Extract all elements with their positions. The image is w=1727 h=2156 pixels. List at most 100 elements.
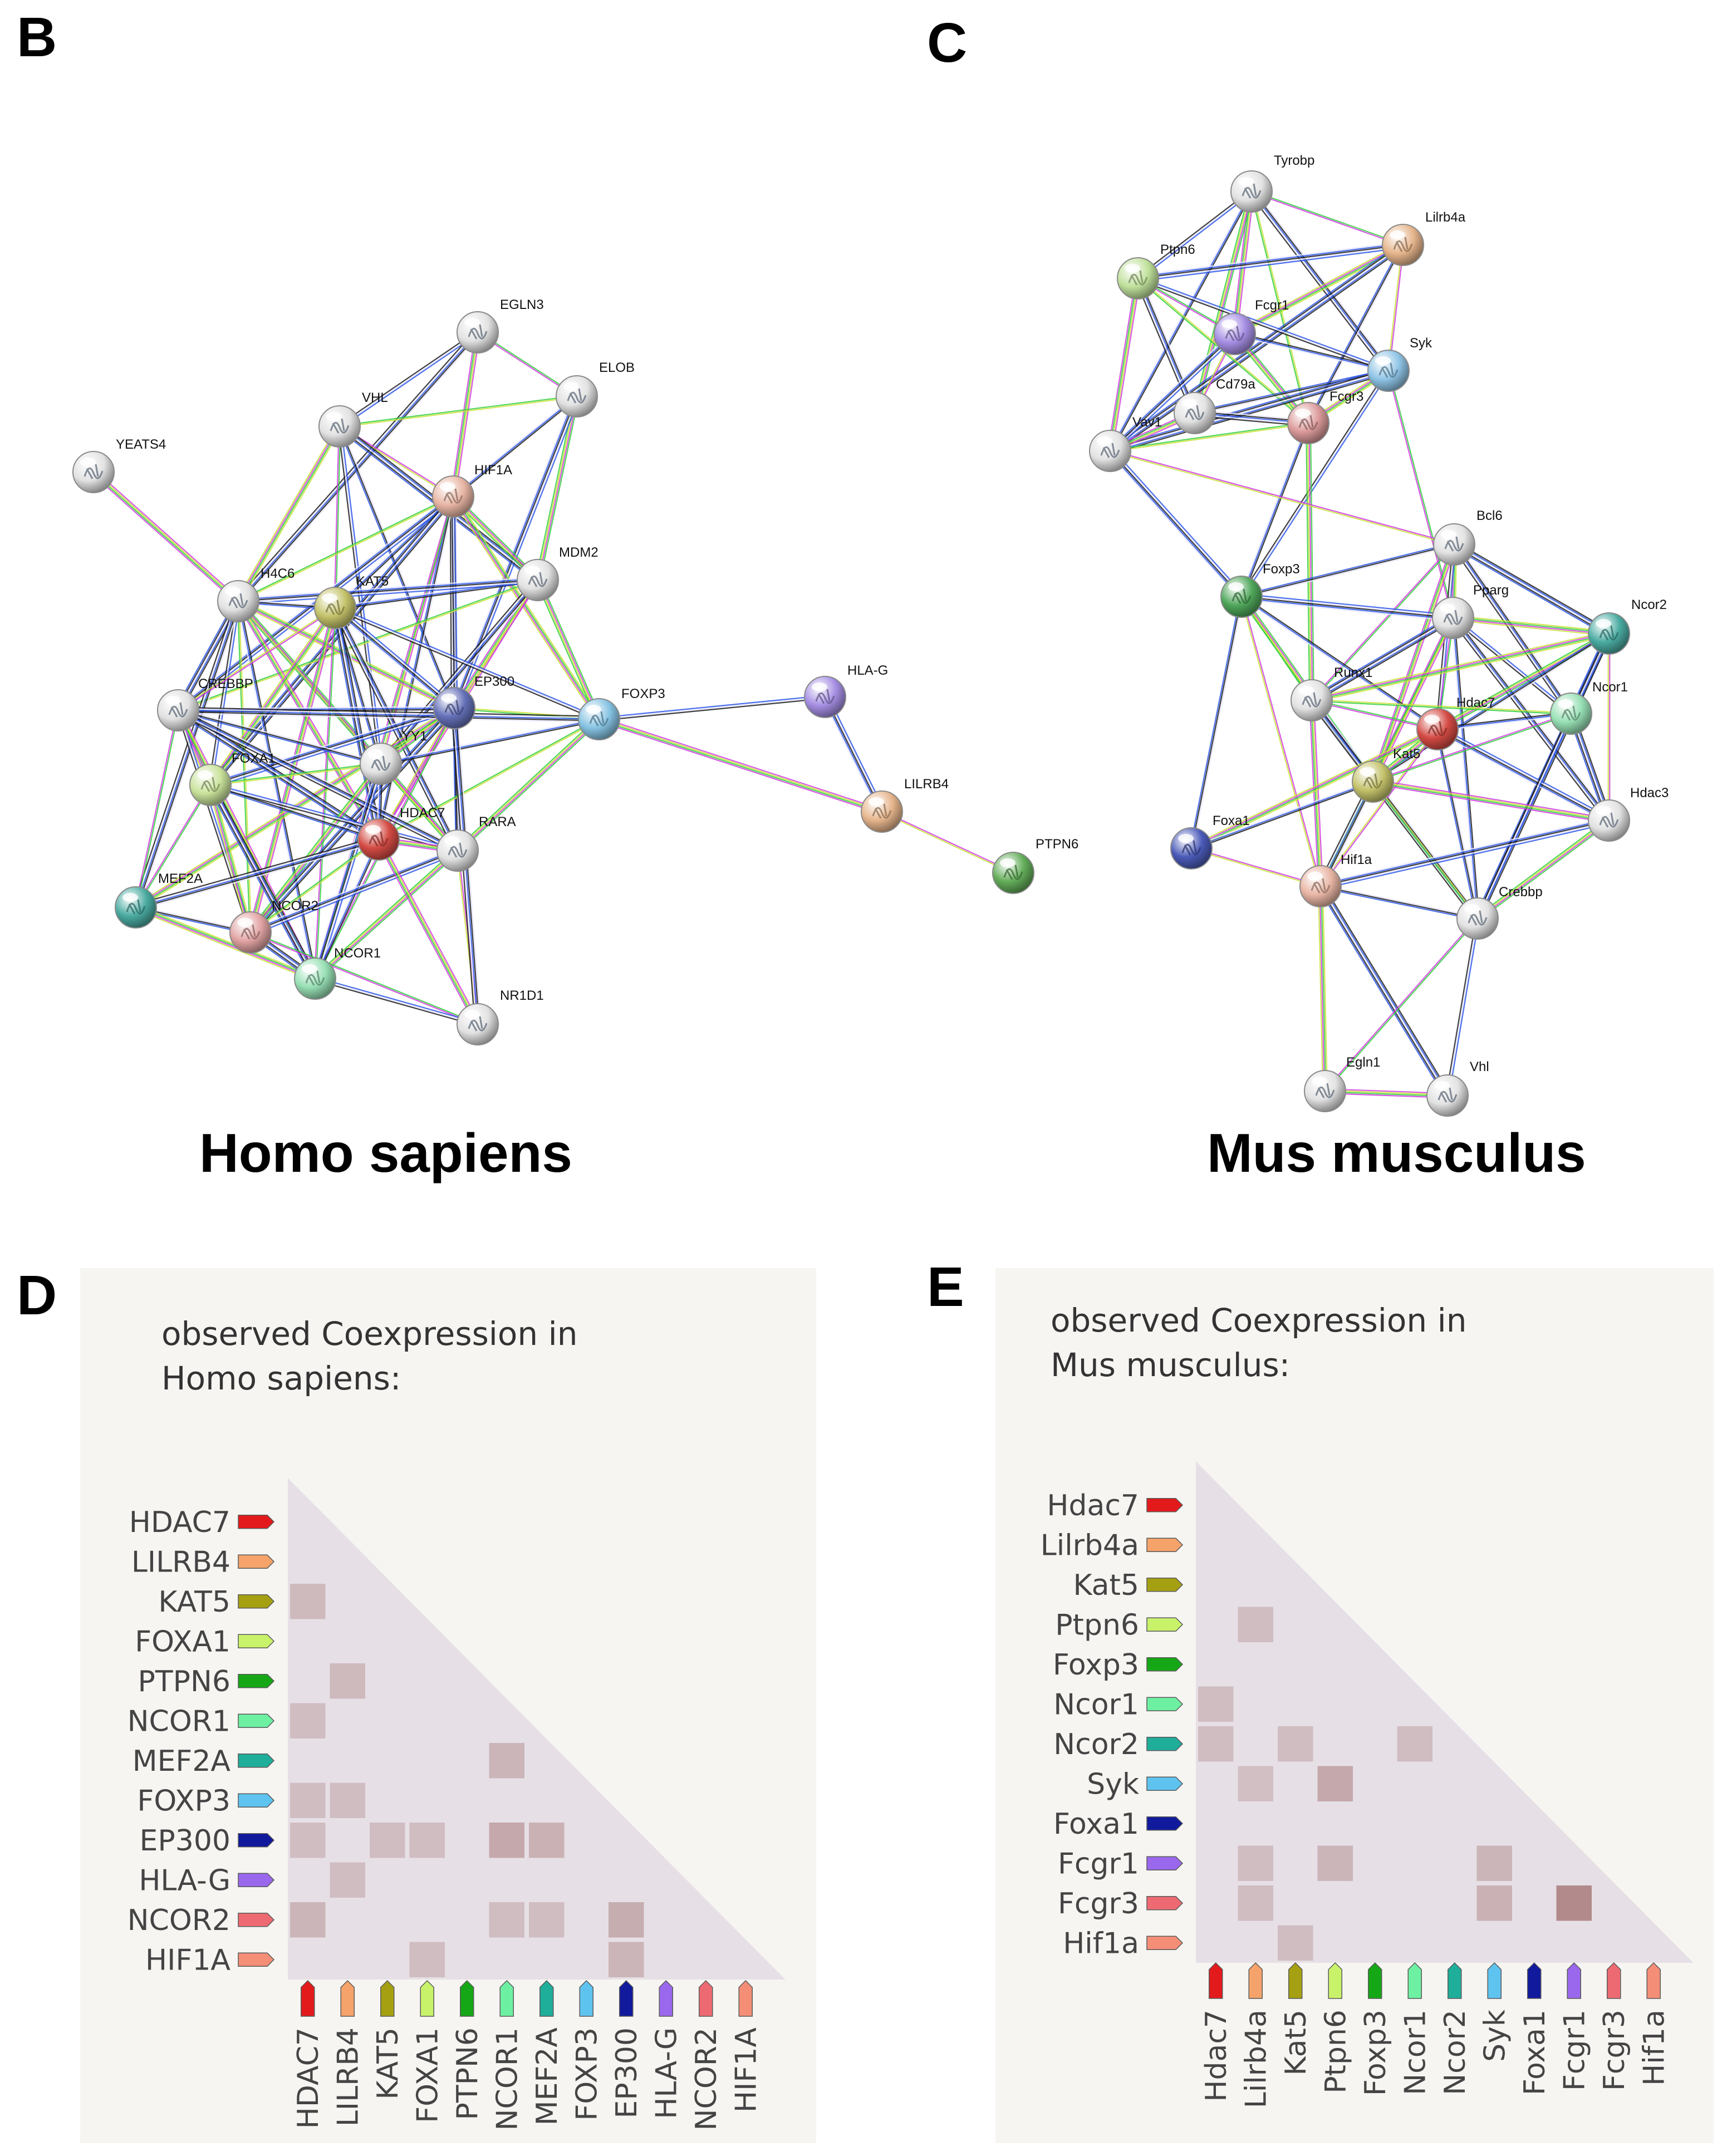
node-hdac7[interactable]: HDAC7	[357, 806, 445, 861]
row-gene-ptpn6: PTPN6	[138, 1665, 275, 1698]
node-bcl6[interactable]: Bcl6	[1433, 508, 1503, 566]
edge-FOXP3-LILRB4	[598, 716, 883, 814]
col-gene-label: FOXA1	[411, 2027, 444, 2123]
gene-color-tag	[238, 1634, 275, 1648]
node-label: NR1D1	[500, 988, 544, 1003]
col-gene-hdac7: Hdac7	[1200, 1962, 1233, 2102]
edge-Pparg-Ncor1	[1451, 616, 1573, 715]
row-gene-foxp3: FOXP3	[137, 1784, 275, 1818]
col-gene-label: Kat5	[1279, 2010, 1313, 2076]
node-ncor2[interactable]: NCOR2	[229, 898, 318, 954]
col-gene-label: Ncor1	[1399, 2010, 1432, 2095]
row-gene-hdac7: Hdac7	[1047, 1489, 1184, 1523]
node-vhl[interactable]: VHL	[318, 390, 388, 448]
edge-HIF1A-H4C6	[237, 495, 454, 603]
row-gene-label: Ncor2	[1053, 1728, 1139, 1761]
node-hif1a[interactable]: Hif1a	[1299, 852, 1372, 907]
node-foxp3[interactable]: FOXP3	[578, 686, 665, 740]
node-label: FOXA1	[232, 751, 276, 766]
node-crebbp[interactable]: Crebbp	[1456, 885, 1543, 940]
edge-RARA-NCOR1	[313, 848, 460, 981]
node-foxa1[interactable]: Foxa1	[1170, 813, 1250, 870]
edge-Fcgr1-Vav1	[1107, 331, 1238, 454]
row-gene-hif1a: Hif1a	[1063, 1927, 1184, 1960]
edge-Bcl6-Ncor2	[1452, 541, 1611, 637]
row-gene-label: Foxp3	[1053, 1648, 1139, 1682]
edge-Ptpn6-Syk	[1137, 276, 1390, 373]
edge-FOXP3-CREBBP	[178, 706, 600, 723]
node-tyrobp[interactable]: Tyrobp	[1230, 153, 1314, 213]
gene-color-tag	[1146, 1816, 1184, 1831]
node-hdac7[interactable]: Hdac7	[1416, 695, 1495, 750]
node-mdm2[interactable]: MDM2	[517, 545, 598, 601]
node-vav1[interactable]: Vav1	[1089, 415, 1162, 472]
node-elob[interactable]: ELOB	[556, 360, 635, 418]
gene-color-tag	[1146, 1657, 1184, 1672]
edge-Ncor2-Hdac3	[1607, 633, 1611, 821]
node-ncor1[interactable]: Ncor1	[1550, 680, 1628, 735]
node-crebbp[interactable]: CREBBP	[157, 676, 253, 731]
gene-color-tag	[1248, 1962, 1263, 1999]
node-hdac3[interactable]: Hdac3	[1588, 785, 1669, 842]
node-egln1[interactable]: Egln1	[1304, 1055, 1380, 1112]
col-gene-ep300: EP300	[610, 1980, 644, 2118]
node-ncor2[interactable]: Ncor2	[1588, 597, 1667, 655]
node-lilrb4a[interactable]: Lilrb4a	[1382, 210, 1466, 266]
node-fcgr3[interactable]: Fcgr3	[1287, 389, 1363, 444]
col-gene-label: Fcgr3	[1598, 2010, 1631, 2091]
matrix-cell	[330, 1663, 365, 1699]
node-lilrb4[interactable]: LILRB4	[861, 777, 949, 833]
node-label: MDM2	[559, 545, 598, 560]
col-gene-label: Ncor2	[1439, 2010, 1472, 2095]
node-ptpn6[interactable]: Ptpn6	[1117, 242, 1195, 299]
node-egln3[interactable]: EGLN3	[457, 297, 544, 353]
panel-letter-d: D	[17, 1264, 57, 1327]
col-gene-hif1a: Hif1a	[1637, 1962, 1671, 2086]
node-kat5[interactable]: KAT5	[314, 574, 389, 629]
edge-Tyrobp-Lilrb4a	[1251, 190, 1404, 247]
edge-H4C6-MEF2A	[133, 600, 242, 908]
matrix-cell	[489, 1902, 524, 1938]
matrix-cell	[489, 1823, 524, 1858]
node-fcgr1[interactable]: Fcgr1	[1214, 298, 1289, 355]
col-gene-label: NCOR2	[690, 2027, 723, 2130]
node-ptpn6[interactable]: PTPN6	[992, 837, 1078, 894]
node-nr1d1[interactable]: NR1D1	[457, 988, 544, 1045]
gene-color-tag	[1146, 1776, 1184, 1791]
matrix-cell	[609, 1902, 644, 1938]
node-label: Bcl6	[1476, 508, 1503, 523]
node-foxa1[interactable]: FOXA1	[189, 751, 276, 806]
row-gene-foxa1: Foxa1	[1053, 1808, 1184, 1841]
node-label: ELOB	[599, 360, 635, 375]
edge-Foxa1-Hif1a	[1191, 847, 1321, 888]
node-rara[interactable]: RARA	[436, 814, 516, 872]
node-hla-g[interactable]: HLA-G	[804, 663, 888, 718]
node-ep300[interactable]: EP300	[433, 674, 514, 729]
edge-YEATS4-H4C6	[91, 470, 241, 603]
node-hif1a[interactable]: HIF1A	[432, 463, 512, 518]
node-label: Foxp3	[1263, 562, 1300, 577]
node-syk[interactable]: Syk	[1367, 336, 1432, 392]
node-h4c6[interactable]: H4C6	[217, 566, 295, 622]
gene-color-tag	[238, 1793, 275, 1808]
node-foxp3[interactable]: Foxp3	[1220, 562, 1300, 618]
row-gene-label: PTPN6	[138, 1665, 230, 1698]
node-label: YY1	[402, 729, 427, 744]
node-cd79a[interactable]: Cd79a	[1174, 377, 1255, 434]
node-ncor1[interactable]: NCOR1	[294, 946, 381, 1000]
edge-KAT5-FOXA1	[208, 606, 338, 787]
node-pparg[interactable]: Pparg	[1432, 583, 1509, 639]
node-yy1[interactable]: YY1	[360, 729, 427, 785]
gene-color-tag	[1368, 1962, 1382, 1999]
col-gene-label: Fcgr1	[1558, 2010, 1591, 2091]
node-runx1[interactable]: Runx1	[1291, 665, 1372, 721]
gene-color-tag	[238, 1674, 275, 1688]
node-mef2a[interactable]: MEF2A	[115, 871, 203, 929]
node-yeats4[interactable]: YEATS4	[72, 437, 166, 493]
node-vhl[interactable]: Vhl	[1426, 1059, 1489, 1117]
node-kat5[interactable]: Kat5	[1352, 747, 1420, 803]
gene-color-tag	[1407, 1962, 1422, 1999]
